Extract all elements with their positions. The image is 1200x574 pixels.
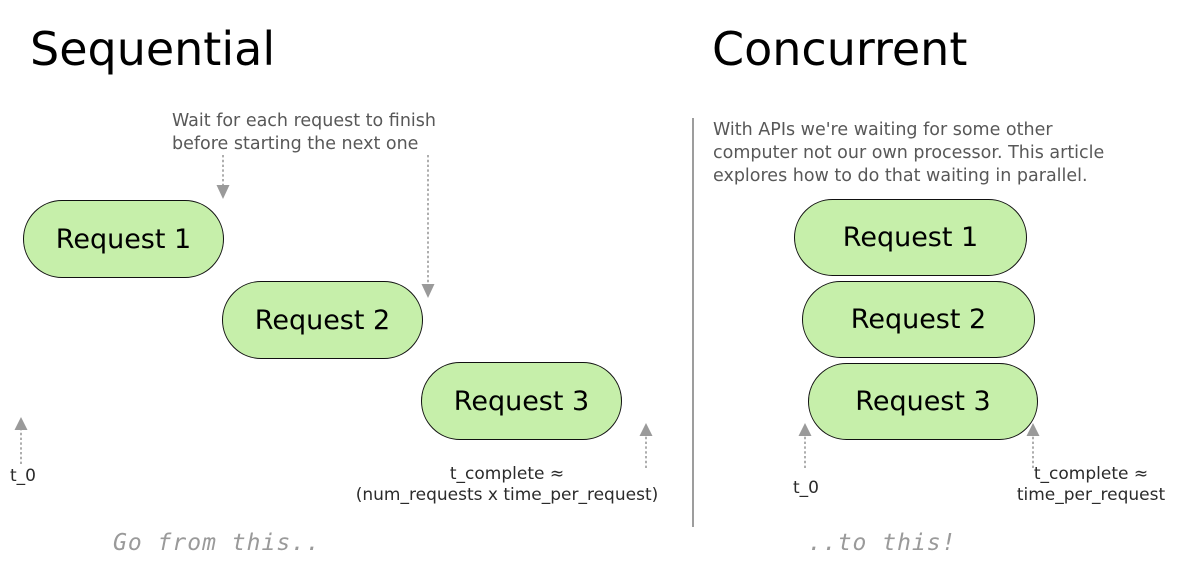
right-t0-arrow-icon [798,423,812,468]
right-panel-annotation: With APIs we're waiting for some other c… [713,120,1105,186]
left-request-box-2[interactable]: Request 2 [222,281,423,359]
right-request-box-3-label: Request 3 [855,386,991,417]
left-panel-title: Sequential [30,22,276,76]
left-tcomplete-arrow-icon [639,423,653,468]
left-caption: Go from this.. [113,530,321,556]
left-request-box-1[interactable]: Request 1 [23,200,224,278]
left-panel-annotation: Wait for each request to finish before s… [172,111,436,154]
left-request-box-3-label: Request 3 [453,385,590,417]
right-request-box-1-label: Request 1 [842,222,979,253]
left-t0-label: t_0 [10,466,36,486]
left-request-box-1-label: Request 1 [55,223,192,255]
right-request-box-2-label: Request 2 [850,304,987,335]
right-caption: ..to this! [808,530,957,556]
right-tcomplete-arrow-icon [1026,423,1040,468]
right-request-box-3[interactable]: Request 3 [808,363,1038,440]
left-request-box-3[interactable]: Request 3 [421,362,622,440]
right-request-box-1[interactable]: Request 1 [794,199,1027,276]
left-request-box-2-label: Request 2 [254,304,391,336]
right-panel-title: Concurrent [712,22,968,76]
panel-divider [692,118,694,527]
left-tcomplete-label: t_complete ≈ (num_requests x time_per_re… [355,464,659,505]
annotation-arrow-2-icon [421,155,435,298]
right-t0-label: t_0 [793,478,819,498]
annotation-arrow-1-icon [216,155,230,199]
left-t0-arrow-icon [14,417,28,464]
right-tcomplete-label: t_complete ≈ time_per_request [1016,464,1166,505]
right-request-box-2[interactable]: Request 2 [802,281,1035,358]
